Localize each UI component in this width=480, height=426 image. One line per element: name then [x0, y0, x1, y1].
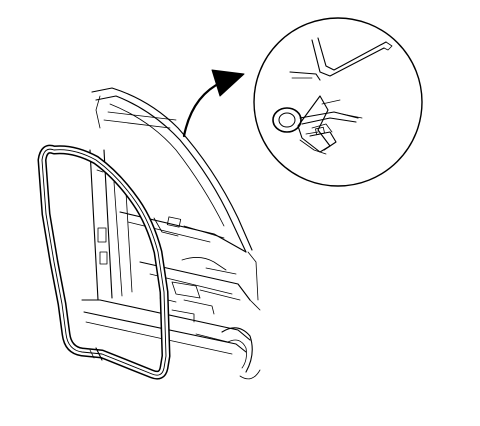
floor-bracket: [171, 281, 201, 299]
detail-view: [253, 17, 423, 187]
vehicle-body-opening: [81, 87, 261, 380]
callout-arrow: [182, 69, 245, 138]
retainer-clip: [297, 95, 359, 155]
door-weatherstrip: [37, 144, 171, 380]
pillar-hole: [97, 227, 107, 243]
detail-circle: [253, 17, 423, 187]
pillar-hole: [99, 251, 108, 265]
cowl-vent: [166, 216, 182, 228]
retainer-ring: [272, 107, 302, 133]
retainer-ring-inner: [278, 112, 296, 128]
